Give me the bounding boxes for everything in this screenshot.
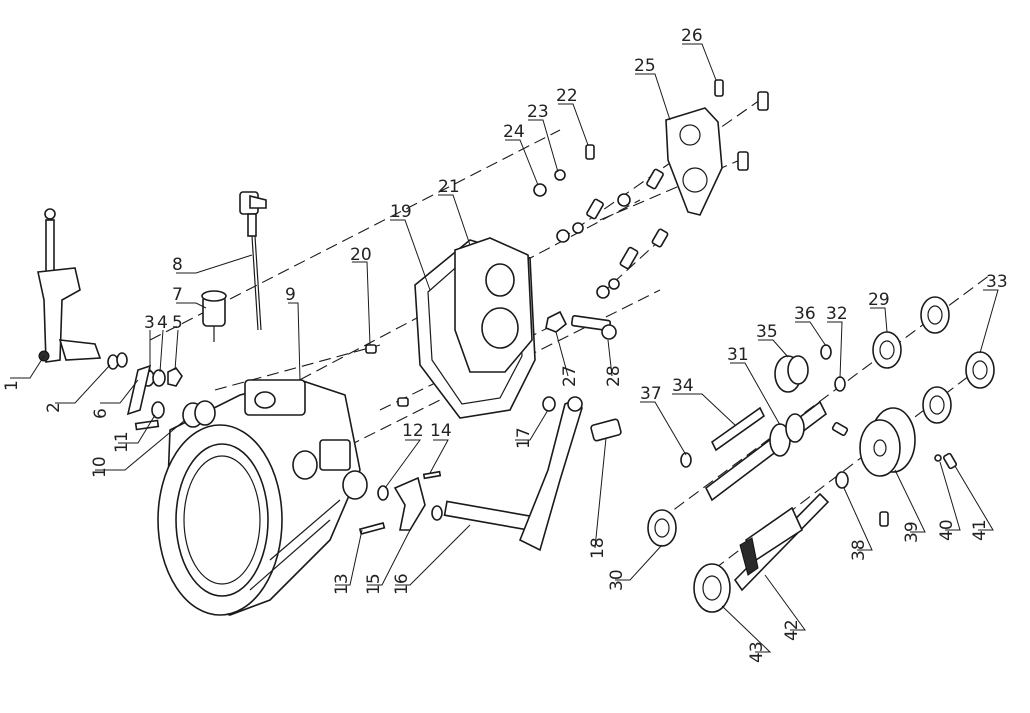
gear-train-group bbox=[647, 296, 995, 613]
shift-lever-part-1 bbox=[37, 208, 102, 363]
label-11: 11 bbox=[112, 431, 132, 453]
label-4: 4 bbox=[157, 313, 168, 333]
label-32: 32 bbox=[826, 304, 848, 324]
label-1: 1 bbox=[2, 380, 22, 391]
label-13: 13 bbox=[332, 573, 352, 595]
label-22: 22 bbox=[556, 86, 578, 106]
label-23: 23 bbox=[527, 102, 549, 122]
label-2: 2 bbox=[44, 402, 64, 413]
label-16: 16 bbox=[392, 573, 412, 595]
label-39: 39 bbox=[902, 521, 922, 543]
bushing-part bbox=[182, 400, 216, 428]
label-5: 5 bbox=[172, 313, 183, 333]
label-29: 29 bbox=[868, 290, 890, 310]
label-38: 38 bbox=[849, 539, 869, 561]
part-number-labels: 1 2 3 4 5 6 7 8 9 10 11 12 13 14 15 16 1… bbox=[2, 26, 1008, 663]
label-27: 27 bbox=[560, 365, 580, 387]
small-washers-group bbox=[107, 352, 183, 431]
label-31: 31 bbox=[727, 345, 749, 365]
label-25: 25 bbox=[634, 56, 656, 76]
label-43: 43 bbox=[747, 641, 767, 663]
label-35: 35 bbox=[756, 322, 778, 342]
label-15: 15 bbox=[364, 573, 384, 595]
label-24: 24 bbox=[503, 122, 525, 142]
label-21: 21 bbox=[438, 177, 460, 197]
label-9: 9 bbox=[285, 285, 296, 305]
label-41: 41 bbox=[970, 519, 990, 541]
label-33: 33 bbox=[986, 272, 1008, 292]
label-37: 37 bbox=[640, 384, 662, 404]
end-plate-part-25 bbox=[665, 79, 769, 216]
label-12: 12 bbox=[402, 421, 424, 441]
leader-lines bbox=[10, 43, 999, 653]
label-14: 14 bbox=[430, 421, 452, 441]
label-34: 34 bbox=[672, 376, 694, 396]
label-36: 36 bbox=[794, 304, 816, 324]
fasteners-group bbox=[533, 144, 669, 340]
label-30: 30 bbox=[607, 569, 627, 591]
label-7: 7 bbox=[172, 285, 183, 305]
gasket-and-cover bbox=[365, 237, 536, 419]
breather-and-dipstick bbox=[201, 191, 267, 342]
label-3: 3 bbox=[144, 313, 155, 333]
shift-fork-shaft bbox=[358, 470, 547, 535]
label-6: 6 bbox=[91, 408, 111, 419]
label-20: 20 bbox=[350, 245, 372, 265]
label-19: 19 bbox=[390, 202, 412, 222]
label-28: 28 bbox=[604, 365, 624, 387]
main-housing-part-9 bbox=[157, 379, 368, 616]
external-lever bbox=[518, 396, 622, 552]
label-8: 8 bbox=[172, 255, 183, 275]
label-26: 26 bbox=[681, 26, 703, 46]
label-42: 42 bbox=[782, 619, 802, 641]
label-40: 40 bbox=[937, 519, 957, 541]
label-10: 10 bbox=[90, 456, 110, 478]
label-17: 17 bbox=[514, 427, 534, 449]
label-18: 18 bbox=[588, 537, 608, 559]
